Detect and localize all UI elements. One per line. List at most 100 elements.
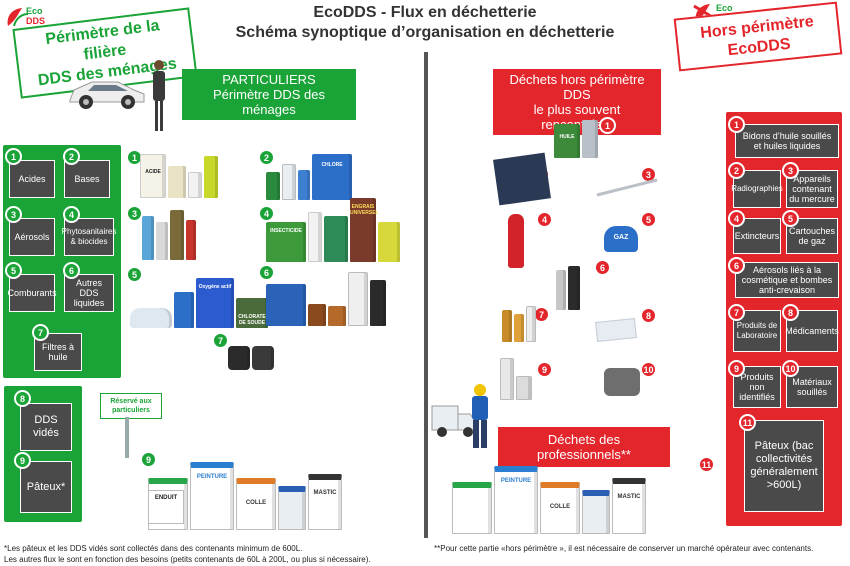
acide-bottle: ACIDE: [140, 154, 166, 198]
badge-number: 5: [645, 214, 651, 225]
tile-label: Bases: [74, 174, 100, 184]
badge-r8: 8: [782, 304, 799, 321]
oil-filter: [252, 346, 274, 370]
tile-label: Pâteux*: [26, 480, 66, 493]
chlorate-label: CHLORATE DE SOUDE: [238, 314, 266, 326]
badge-r11: 11: [739, 414, 756, 431]
badge-number: 8: [645, 310, 651, 321]
badge-r5: 5: [782, 210, 799, 227]
engrais-bag: ENGRAIS UNIVERSEL: [350, 198, 379, 262]
aerosol-can: [142, 216, 154, 260]
leaf-icon: [7, 8, 29, 27]
chlorate-tub: CHLORATE DE SOUDE: [236, 298, 268, 328]
tile-bidons-huile: Bidons d’huile souillés et huiles liquid…: [735, 124, 839, 158]
products-non-identifies: [500, 352, 532, 400]
products-phytosanitaires: INSECTICIDE ENGRAIS UNIVERSEL: [266, 194, 400, 262]
badge-number: 6: [68, 265, 74, 276]
badge-number: 9: [19, 455, 25, 466]
product-badge-r6: 6: [594, 259, 611, 276]
footnote-left: *Les pâteux et les DDS vidés sont collec…: [4, 543, 424, 565]
tile-label: Appareils contenant du mercure: [789, 174, 835, 204]
tile-label: Aérosols liés à la cosmétique et bombes …: [741, 265, 833, 295]
car-icon: [69, 81, 145, 109]
mastic-bucket: MASTIC: [308, 474, 342, 530]
canister: [348, 272, 368, 326]
bottle: [168, 166, 186, 198]
tile-label: Produits non identifiés: [739, 372, 775, 402]
badge-number: 6: [733, 260, 739, 271]
oil-bottle: [582, 120, 598, 158]
products-comburants: Oxygène actif CHLORATE DE SOUDE: [130, 272, 268, 328]
chlore-canister: CHLORE: [312, 154, 352, 200]
products-acides: ACIDE: [140, 148, 218, 198]
extincteur: [508, 214, 524, 268]
mastic-bucket: MASTIC: [612, 478, 646, 534]
badge-number: 5: [787, 213, 793, 224]
huile-label: HUILE: [559, 134, 575, 140]
product-badge-r7: 7: [533, 306, 550, 323]
products-aerosols-cosmetique: [556, 262, 580, 310]
products-filtres: [228, 340, 274, 370]
badge-number: 1: [131, 152, 137, 163]
tile-label: Cartouches de gaz: [788, 226, 836, 246]
particuliers-line-2: Périmètre DDS des ménages: [213, 87, 325, 117]
badge-number: 2: [68, 151, 74, 162]
bottle: [298, 170, 310, 200]
bottle: [378, 222, 400, 262]
tile-materiaux-souilles: Matériaux souillés: [786, 366, 838, 408]
sign-line-2: particuliers: [112, 407, 150, 414]
mastic-label: MASTIC: [313, 490, 337, 496]
badge-number: 4: [733, 213, 739, 224]
tile-label: Médicaments: [785, 326, 839, 336]
unknown-bottle: [500, 358, 514, 400]
tile-autres-dds-liquides: Autres DDS liquides: [64, 274, 114, 312]
badge-number: 9: [733, 363, 739, 374]
tile-produits-laboratoire: Produits de Laboratoire: [733, 310, 781, 352]
badge-6: 6: [63, 262, 80, 279]
badge-number: 1: [733, 119, 739, 130]
tile-label: Phytosanitaires & biocides: [61, 227, 117, 246]
badge-number: 7: [37, 327, 43, 338]
sign-line-1: Réservé aux: [110, 398, 152, 405]
badge-number: 11: [742, 417, 753, 428]
logo-text-eco-crossed: Eco: [716, 3, 733, 13]
badge-r3: 3: [782, 162, 799, 179]
badge-number: 5: [10, 265, 16, 276]
badge-number: 10: [643, 364, 654, 375]
badge-number: 9: [145, 454, 151, 465]
tile-label: Produits de Laboratoire: [736, 321, 778, 340]
enduit-box-left: ENDUIT: [148, 490, 184, 524]
badge-2: 2: [63, 148, 80, 165]
bottle: [324, 216, 348, 262]
tile-label: Extincteurs: [734, 231, 780, 241]
acide-label: ACIDE: [145, 169, 161, 175]
products-autres-liquides: [266, 266, 386, 326]
badge-r9: 9: [728, 360, 745, 377]
product-badge-3: 3: [126, 205, 143, 222]
tin: [308, 304, 326, 326]
badge-1: 1: [5, 148, 22, 165]
hors-banner-line-1: Déchets hors périmètre DDS: [509, 72, 645, 102]
tile-pateux-collectivites: Pâteux (bac collectivités généralement >…: [744, 420, 824, 512]
footnote-left-line-2: Les autres flux le sont en fonction des …: [4, 555, 371, 564]
tile-label: DDS vidés: [33, 414, 59, 439]
title-line-2: Schéma synoptique d’organisation en déch…: [235, 24, 615, 41]
tile-aerosols-cosmetique: Aérosols liés à la cosmétique et bombes …: [735, 262, 839, 298]
badge-number: 6: [263, 267, 269, 278]
badge-number: 4: [541, 214, 547, 225]
colle-label: COLLE: [549, 504, 571, 510]
oil-filter: [228, 346, 250, 370]
radiographies: [493, 152, 551, 206]
product-badge-r10: 10: [640, 361, 657, 378]
badge-r2: 2: [728, 162, 745, 179]
badge-number: 3: [10, 209, 16, 220]
peinture-bucket: PEINTURE: [494, 466, 538, 534]
professionnels-banner: Déchets des professionnels**: [498, 427, 670, 467]
products-aerosols: [142, 200, 196, 260]
vial: [514, 314, 524, 342]
truck-icon: [431, 405, 477, 437]
bottle: [282, 164, 296, 200]
tub: [130, 308, 172, 328]
medicaments: [595, 317, 637, 343]
gaz-label: GAZ: [613, 234, 629, 241]
